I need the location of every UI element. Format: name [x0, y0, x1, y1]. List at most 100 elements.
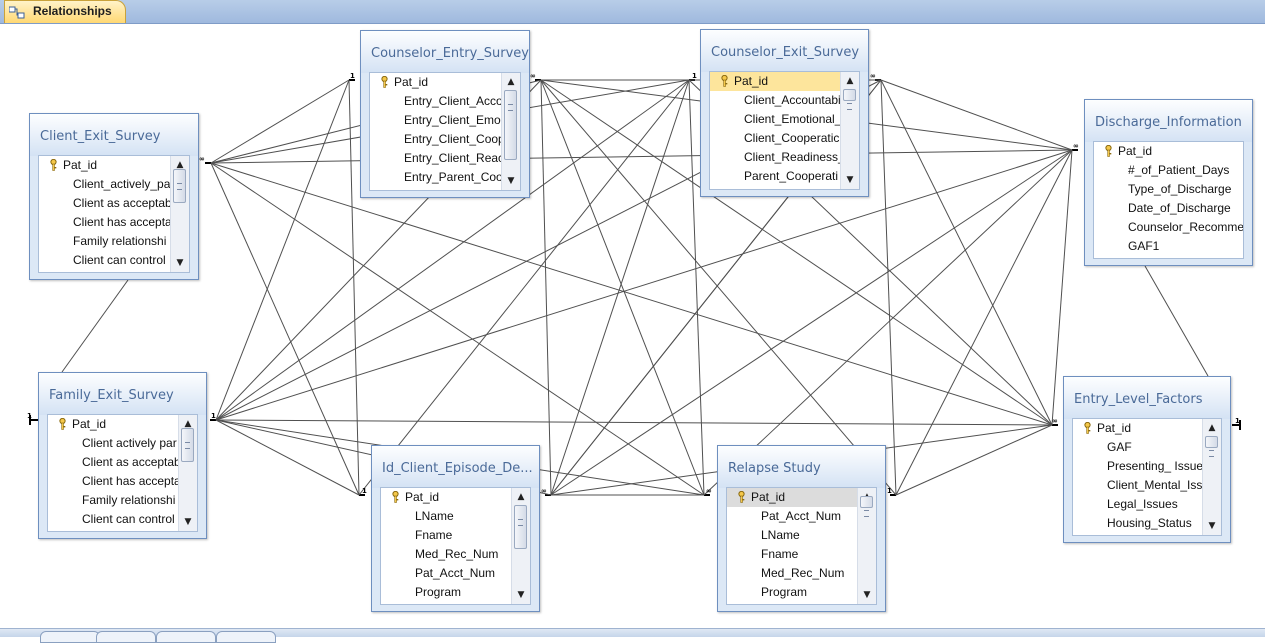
relationship-line[interactable] [61, 279, 129, 373]
vertical-scrollbar[interactable]: ▲▼ [857, 488, 876, 604]
field-item[interactable]: Med_Rec_Num [381, 545, 530, 564]
relationship-line[interactable] [215, 419, 360, 496]
vertical-scrollbar[interactable]: ▲▼ [501, 73, 520, 190]
field-item[interactable]: School [1073, 533, 1221, 535]
field-item[interactable]: Entry_Client_Acco [370, 92, 520, 111]
relationship-line[interactable] [540, 79, 897, 496]
field-item[interactable]: Family relationshi [48, 491, 197, 510]
scroll-down-arrow-icon[interactable]: ▼ [176, 258, 184, 268]
primary-key-field[interactable]: Pat_id [381, 488, 530, 507]
field-item[interactable]: LName [381, 507, 530, 526]
relationship-line[interactable] [880, 79, 1073, 151]
taskbar-button[interactable] [96, 631, 156, 643]
field-item[interactable]: Client actively par [48, 434, 197, 453]
field-item[interactable]: GAF1 [1094, 237, 1243, 256]
field-item[interactable]: Family relationshi [39, 232, 189, 251]
scroll-up-arrow-icon[interactable]: ▲ [517, 492, 525, 502]
table-title[interactable]: Discharge_Information [1085, 100, 1252, 142]
taskbar-button[interactable] [156, 631, 216, 643]
relationship-line[interactable] [210, 162, 360, 496]
field-item[interactable]: Entry_Parent_Coo [370, 168, 520, 187]
field-item[interactable]: Client_actively_pa [39, 175, 189, 194]
field-item[interactable]: Client has accepta [48, 472, 197, 491]
scroll-thumb[interactable] [860, 496, 873, 517]
scroll-thumb[interactable] [173, 169, 186, 203]
relationship-line[interactable] [550, 149, 1073, 496]
relationship-line[interactable] [895, 149, 1073, 496]
scroll-thumb[interactable] [1205, 436, 1218, 457]
field-item[interactable]: Parent_Readi [710, 186, 859, 189]
field-item[interactable]: Pat_Acct_Num [727, 507, 876, 526]
relationship-line[interactable] [880, 79, 1053, 426]
field-item[interactable]: Client can control [39, 251, 189, 270]
field-item[interactable]: Housing_Status [1073, 514, 1221, 533]
taskbar-button[interactable] [216, 631, 276, 643]
relationship-line[interactable] [210, 162, 705, 496]
relationship-line[interactable] [880, 79, 897, 496]
primary-key-field[interactable]: Pat_id [710, 72, 859, 91]
table-title[interactable]: Relapse Study [718, 446, 885, 488]
vertical-scrollbar[interactable]: ▲▼ [178, 415, 197, 531]
field-item[interactable]: Parent_Cooperati [710, 167, 859, 186]
field-item[interactable]: Program_Exit_D [381, 602, 530, 604]
field-item[interactable]: Client has accepta [39, 213, 189, 232]
relationship-line[interactable] [215, 149, 1073, 421]
field-item[interactable]: Med_Rec_Num [727, 564, 876, 583]
field-item[interactable]: Client_Mental_Issi [1073, 476, 1221, 495]
scroll-down-arrow-icon[interactable]: ▼ [507, 176, 515, 186]
table-title[interactable]: Family_Exit_Survey [39, 373, 206, 415]
scroll-up-arrow-icon[interactable]: ▲ [1208, 423, 1216, 433]
field-item[interactable]: Counselor_Recomme [1094, 218, 1243, 237]
relationship-line[interactable] [1144, 265, 1209, 377]
scroll-down-arrow-icon[interactable]: ▼ [517, 590, 525, 600]
relationship-line[interactable] [358, 79, 690, 496]
relationship-line[interactable] [215, 79, 350, 421]
field-item[interactable]: Client as acceptab [39, 194, 189, 213]
field-item[interactable]: LName [727, 526, 876, 545]
field-item[interactable]: Entry_Client_Reac [370, 149, 520, 168]
relationship-line[interactable] [703, 149, 1073, 496]
field-item[interactable]: Presenting_ Issue [1073, 457, 1221, 476]
scroll-thumb[interactable] [504, 90, 517, 160]
relationship-line[interactable] [550, 79, 690, 496]
relationship-line[interactable] [210, 149, 1073, 164]
vertical-scrollbar[interactable]: ▲▼ [1202, 419, 1221, 535]
table-title[interactable]: Entry_Level_Factors [1064, 377, 1230, 419]
field-item[interactable]: Legal_Issues [1073, 495, 1221, 514]
scroll-thumb[interactable] [514, 505, 527, 549]
relationship-line[interactable] [210, 79, 350, 164]
field-item[interactable]: Type_of_Discharge [1094, 180, 1243, 199]
vertical-scrollbar[interactable]: ▲▼ [170, 156, 189, 272]
scroll-down-arrow-icon[interactable]: ▼ [863, 590, 871, 600]
table-title[interactable]: Counselor_Exit_Survey [701, 30, 868, 72]
field-item[interactable]: Fname [381, 526, 530, 545]
field-item[interactable]: Program [381, 583, 530, 602]
relationship-line[interactable] [540, 79, 705, 496]
field-item[interactable]: Date_of_Adm [727, 602, 876, 604]
scroll-down-arrow-icon[interactable]: ▼ [1208, 521, 1216, 531]
primary-key-field[interactable]: Pat_id [1094, 142, 1243, 161]
relationship-line[interactable] [895, 424, 1053, 496]
scroll-down-arrow-icon[interactable]: ▼ [846, 175, 854, 185]
field-item[interactable]: Client_Accountabi [710, 91, 859, 110]
field-item[interactable]: #_of_Patient_Days [1094, 161, 1243, 180]
scroll-up-arrow-icon[interactable]: ▲ [507, 77, 515, 87]
primary-key-field[interactable]: Pat_id [370, 73, 520, 92]
field-item[interactable]: Client as acceptab [48, 453, 197, 472]
scroll-thumb[interactable] [843, 89, 856, 110]
